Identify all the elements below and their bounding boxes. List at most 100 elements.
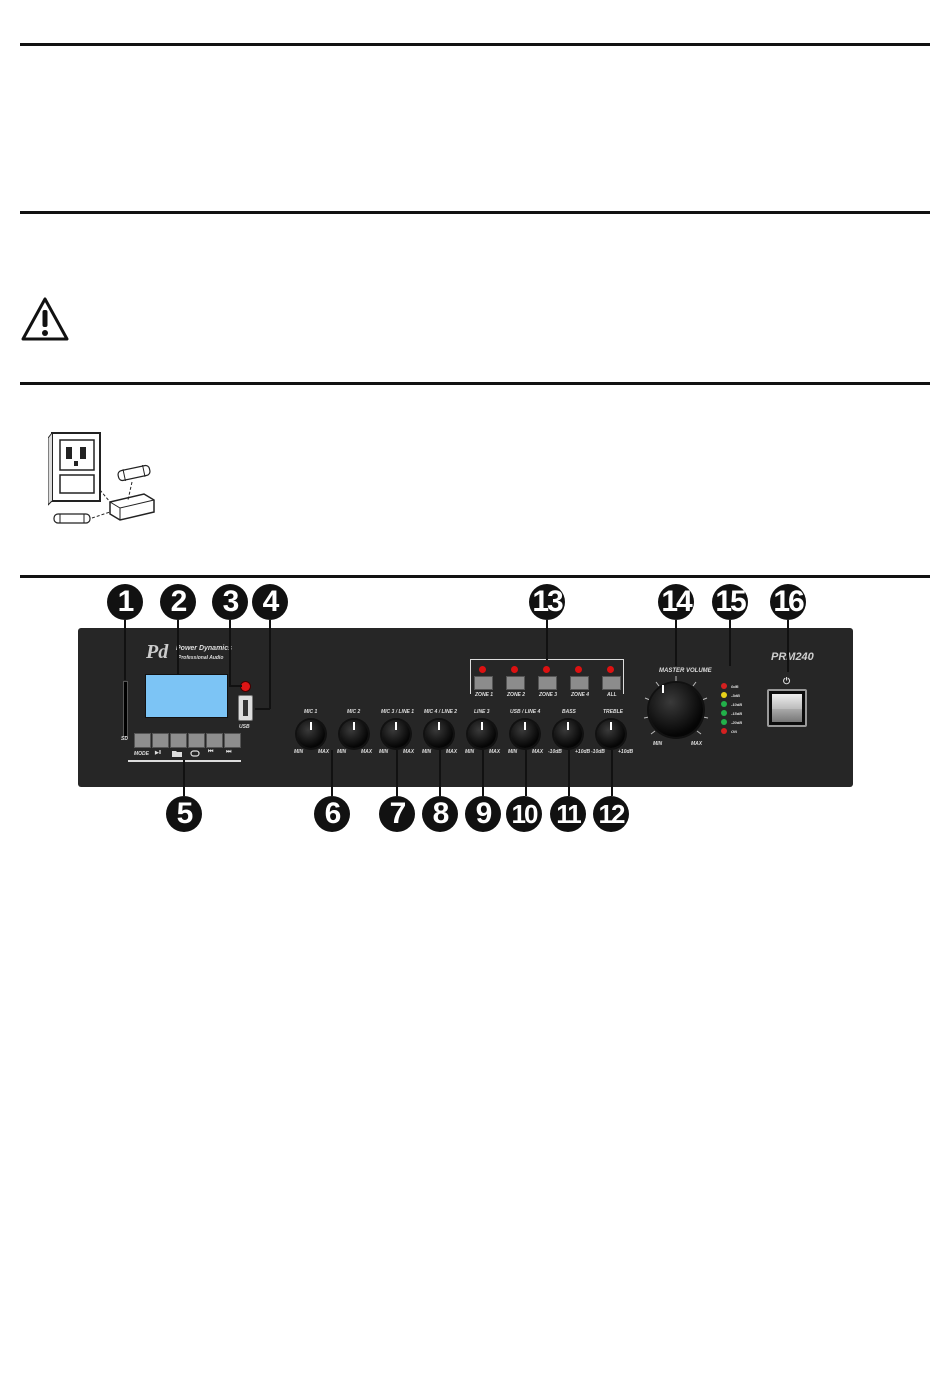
meter-label-on: ON xyxy=(731,729,737,734)
mic1-volume-knob[interactable] xyxy=(297,720,325,748)
power-switch[interactable] xyxy=(767,689,807,727)
meter-led-0db xyxy=(721,683,727,689)
section-divider-4 xyxy=(20,575,930,578)
previous-label: ⏮ xyxy=(208,749,214,755)
leader-line-7 xyxy=(396,750,398,796)
mic2-volume-knob[interactable] xyxy=(340,720,368,748)
power-icon: ⏻ xyxy=(783,676,791,686)
model-name: PRM240 xyxy=(771,651,814,663)
previous-button[interactable] xyxy=(206,733,223,748)
callout-6: 6 xyxy=(314,796,350,832)
leader-line-16 xyxy=(787,620,789,672)
master-min: MIN xyxy=(653,741,663,747)
sd-card-slot[interactable] xyxy=(123,681,128,737)
usb-port[interactable] xyxy=(238,695,253,721)
meter-label-0db: 0dB xyxy=(731,684,739,689)
play-pause-button[interactable] xyxy=(152,733,169,748)
callout-5: 5 xyxy=(166,796,202,832)
brand-name: Power Dynamics xyxy=(176,645,233,652)
repeat-button[interactable] xyxy=(188,733,205,748)
treble-min: -10dB xyxy=(591,749,605,755)
zone4-button[interactable] xyxy=(570,676,589,690)
zone4-label: ZONE 4 xyxy=(571,692,590,698)
leader-line-1 xyxy=(124,620,126,680)
play-pause-label: ▶‖ xyxy=(155,750,162,756)
callout-16: 16 xyxy=(770,584,806,620)
master-scale xyxy=(643,676,709,735)
callout-3: 3 xyxy=(212,584,248,620)
line3-volume-knob[interactable] xyxy=(468,720,496,748)
section-divider-1 xyxy=(20,43,930,46)
brand-sub: Professional Audio xyxy=(178,655,224,661)
mic2-min: MIN xyxy=(337,749,347,755)
callout-7: 7 xyxy=(379,796,415,832)
leader-line-9 xyxy=(482,750,484,796)
leader-line-3h xyxy=(229,685,242,687)
zone-all-button[interactable] xyxy=(602,676,621,690)
master-volume-knob[interactable] xyxy=(649,683,703,737)
pd-logo: Pd xyxy=(146,641,169,663)
zone-all-label: ALL xyxy=(607,692,617,698)
channel-label-mic4: MIC 4 / LINE 2 xyxy=(424,709,458,715)
mic1-min: MIN xyxy=(294,749,304,755)
leader-line-14 xyxy=(675,620,677,666)
leader-line-8 xyxy=(439,750,441,796)
zone3-button[interactable] xyxy=(538,676,557,690)
meter-led-3db xyxy=(721,692,727,698)
zone1-button[interactable] xyxy=(474,676,493,690)
zone1-led xyxy=(479,666,486,673)
folder-icon xyxy=(172,751,182,757)
zone2-button[interactable] xyxy=(506,676,525,690)
leader-line-12 xyxy=(611,750,613,796)
mode-button[interactable] xyxy=(134,733,151,748)
leader-line-4 xyxy=(269,620,271,709)
next-label: ⏭ xyxy=(226,749,232,755)
channel-label-usb-line4: USB / LINE 4 xyxy=(510,709,541,715)
meter-led-10db xyxy=(721,701,727,707)
bass-knob[interactable] xyxy=(554,720,582,748)
next-button[interactable] xyxy=(224,733,241,748)
callout-2: 2 xyxy=(160,584,196,620)
usb-line4-volume-knob[interactable] xyxy=(511,720,539,748)
callout-12: 12 xyxy=(593,796,629,832)
folder-button[interactable] xyxy=(170,733,187,748)
zone4-led xyxy=(575,666,582,673)
fuse-replacement-diagram xyxy=(48,432,155,524)
usb-label: USB xyxy=(239,724,250,730)
repeat-icon xyxy=(190,750,200,757)
leader-line-3 xyxy=(229,620,231,686)
mic4-max: MAX xyxy=(446,749,458,755)
channel-label-line3: LINE 3 xyxy=(474,709,490,715)
mic3-max: MAX xyxy=(403,749,415,755)
callout-9: 9 xyxy=(465,796,501,832)
leader-line-15 xyxy=(729,620,731,666)
meter-led-20db xyxy=(721,719,727,725)
channel-label-mic1: MIC 1 xyxy=(304,709,318,715)
callout-11: 11 xyxy=(550,796,586,832)
mic1-max: MAX xyxy=(318,749,330,755)
callout-13: 13 xyxy=(529,584,565,620)
mic2-max: MAX xyxy=(361,749,373,755)
channel-label-mic3: MIC 3 / LINE 1 xyxy=(381,709,415,715)
line3-min: MIN xyxy=(465,749,475,755)
meter-led-on xyxy=(721,728,727,734)
zone-all-led xyxy=(607,666,614,673)
master-max: MAX xyxy=(691,741,703,747)
usb-line4-max: MAX xyxy=(532,749,544,755)
mode-label: MODE xyxy=(134,751,149,757)
ir-sensor xyxy=(241,682,250,691)
leader-line-4h xyxy=(255,708,270,710)
mic3-line1-volume-knob[interactable] xyxy=(382,720,410,748)
mic4-line2-volume-knob[interactable] xyxy=(425,720,453,748)
leader-line-13 xyxy=(546,620,548,660)
treble-knob[interactable] xyxy=(597,720,625,748)
meter-led-15db xyxy=(721,710,727,716)
usb-line4-min: MIN xyxy=(508,749,518,755)
callout-4: 4 xyxy=(252,584,288,620)
callout-14: 14 xyxy=(658,584,694,620)
meter-label-15db: -15dB xyxy=(731,711,743,716)
bass-max: +10dB xyxy=(575,749,591,755)
mic3-min: MIN xyxy=(379,749,389,755)
warning-icon xyxy=(21,297,69,341)
leader-line-10 xyxy=(525,750,527,796)
